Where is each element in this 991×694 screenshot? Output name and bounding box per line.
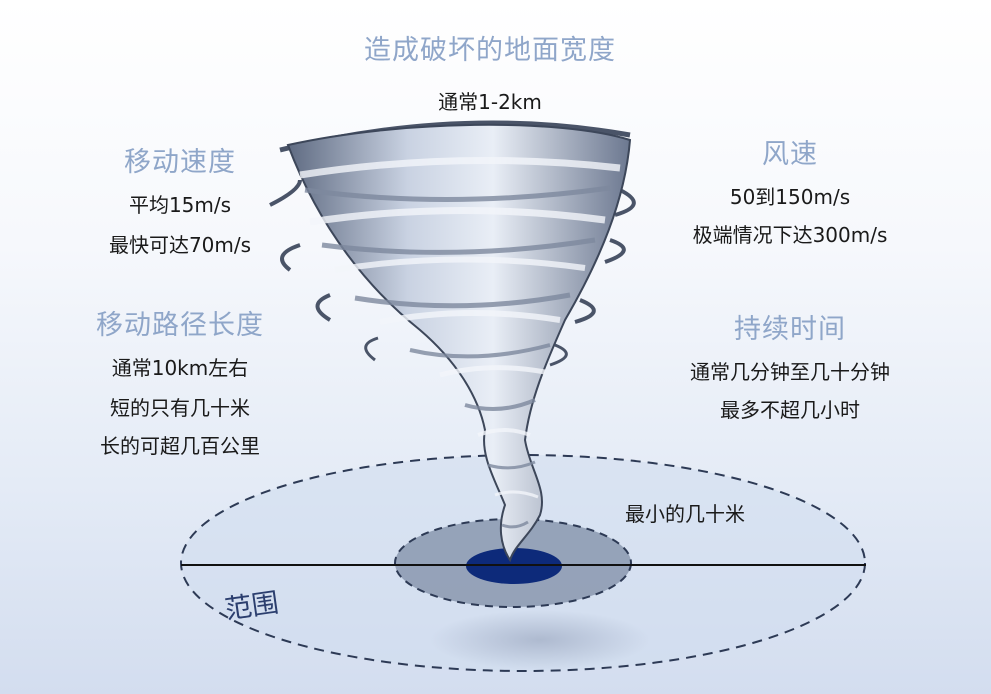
duration-line-1: 通常几分钟至几十分钟 <box>690 360 890 384</box>
range-label: 范围 <box>222 587 281 626</box>
speed-line-2: 最快可达70m/s <box>108 233 252 257</box>
path-line-2: 短的只有几十米 <box>110 396 250 420</box>
duration-line-2: 最多不超几小时 <box>720 398 860 422</box>
duration-title: 持续时间 <box>734 314 846 345</box>
ground-reflection <box>430 610 650 670</box>
path-line-3: 长的可超几百公里 <box>100 434 260 458</box>
width-value: 通常1-2km <box>438 90 542 114</box>
tornado-icon <box>269 120 636 563</box>
speed-line-1: 平均15m/s <box>128 193 232 217</box>
min-size-label: 最小的几十米 <box>625 502 745 526</box>
wind-line-2: 极端情况下达300m/s <box>692 223 888 247</box>
path-line-1: 通常10km左右 <box>111 356 249 380</box>
path-title: 移动路径长度 <box>96 310 264 341</box>
wind-title: 风速 <box>762 139 818 170</box>
wind-line-1: 50到150m/s <box>729 185 851 209</box>
speed-title: 移动速度 <box>124 147 236 178</box>
width-title: 造成破坏的地面宽度 <box>364 35 616 66</box>
